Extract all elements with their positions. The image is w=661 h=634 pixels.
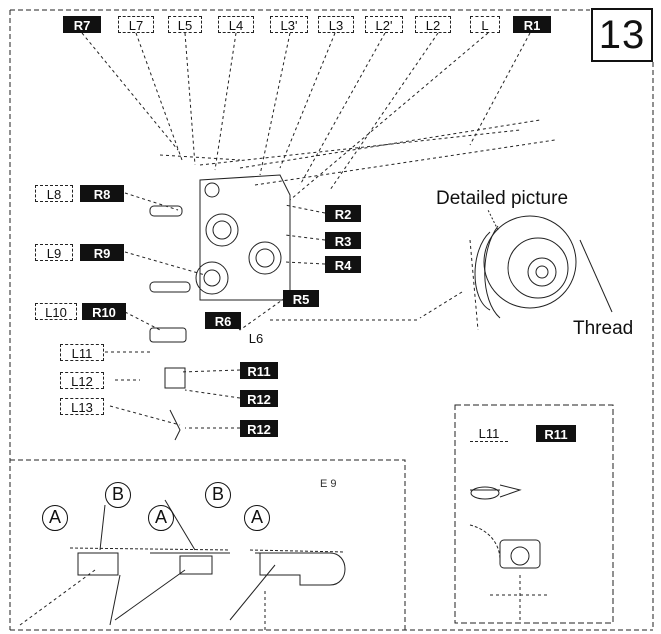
label-l13: L13	[60, 398, 104, 415]
label-r6: R6	[205, 312, 241, 329]
top-label-1: L7	[118, 16, 154, 33]
top-label-3: L4	[218, 16, 254, 33]
label-r10: R10	[82, 303, 126, 320]
marker-circle-4: A	[244, 505, 270, 531]
top-label-9: R1	[513, 16, 551, 33]
label-r5: R5	[283, 290, 319, 307]
marker-circle-2: A	[148, 505, 174, 531]
label-r8: R8	[80, 185, 124, 202]
top-label-4: L3'	[270, 16, 308, 33]
inset-label-r11: R11	[536, 425, 576, 442]
top-label-0: R7	[63, 16, 101, 33]
marker-circle-0: A	[42, 505, 68, 531]
thread-label: Thread	[573, 318, 634, 339]
top-label-2: L5	[168, 16, 202, 33]
label-r4: R4	[325, 256, 361, 273]
label-l11: L11	[60, 344, 104, 361]
label-l12: L12	[60, 372, 104, 389]
detail-title: Detailed picture	[436, 188, 569, 209]
label-l6: L6	[241, 330, 271, 347]
bottom-panel-note: E 9	[320, 478, 337, 490]
label-r12-upper: R12	[240, 390, 278, 407]
label-l10: L10	[35, 303, 77, 320]
top-label-8: L	[470, 16, 500, 33]
label-l9: L9	[35, 244, 73, 261]
label-r9: R9	[80, 244, 124, 261]
marker-circle-3: B	[205, 482, 231, 508]
label-r3: R3	[325, 232, 361, 249]
top-label-7: L2	[415, 16, 451, 33]
top-label-6: L2'	[365, 16, 403, 33]
top-label-5: L3	[318, 16, 354, 33]
label-l8: L8	[35, 185, 73, 202]
marker-circle-1: B	[105, 482, 131, 508]
label-r12-lower: R12	[240, 420, 278, 437]
label-r11: R11	[240, 362, 278, 379]
label-r2: R2	[325, 205, 361, 222]
inset-label-l11: L11	[470, 425, 508, 442]
page-number: 13	[591, 8, 653, 62]
